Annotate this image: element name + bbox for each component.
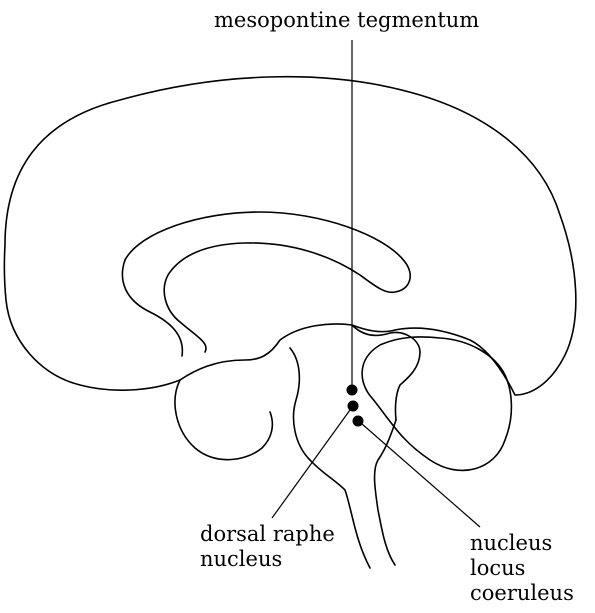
dorsal-raphe-label-line-1: dorsal raphe xyxy=(200,522,335,547)
dorsal-raphe-nucleus-dot xyxy=(348,401,359,412)
locus-coeruleus-label-line-1: nucleus xyxy=(470,531,574,556)
dorsal-raphe-label-line-2: nucleus xyxy=(200,547,335,572)
corpus-callosum-inner xyxy=(122,260,182,356)
locus-coeruleus-leader-line xyxy=(362,424,480,527)
dorsal-raphe-nucleus-label: dorsal raphe nucleus xyxy=(200,522,335,572)
brainstem-posterior xyxy=(375,420,396,565)
mesopontine-tegmentum-label: mesopontine tegmentum xyxy=(214,8,479,33)
dorsal-raphe-leader-line xyxy=(272,410,350,518)
temporal-lobe-outline xyxy=(175,380,272,460)
locus-coeruleus-label-line-3: coeruleus xyxy=(470,581,574,606)
mesopontine-tegmentum-dot xyxy=(347,385,358,396)
locus-coeruleus-dot xyxy=(353,416,364,427)
locus-coeruleus-label: nucleus locus coeruleus xyxy=(470,531,574,606)
corpus-callosum xyxy=(125,212,410,352)
locus-coeruleus-label-line-2: locus xyxy=(470,556,574,581)
